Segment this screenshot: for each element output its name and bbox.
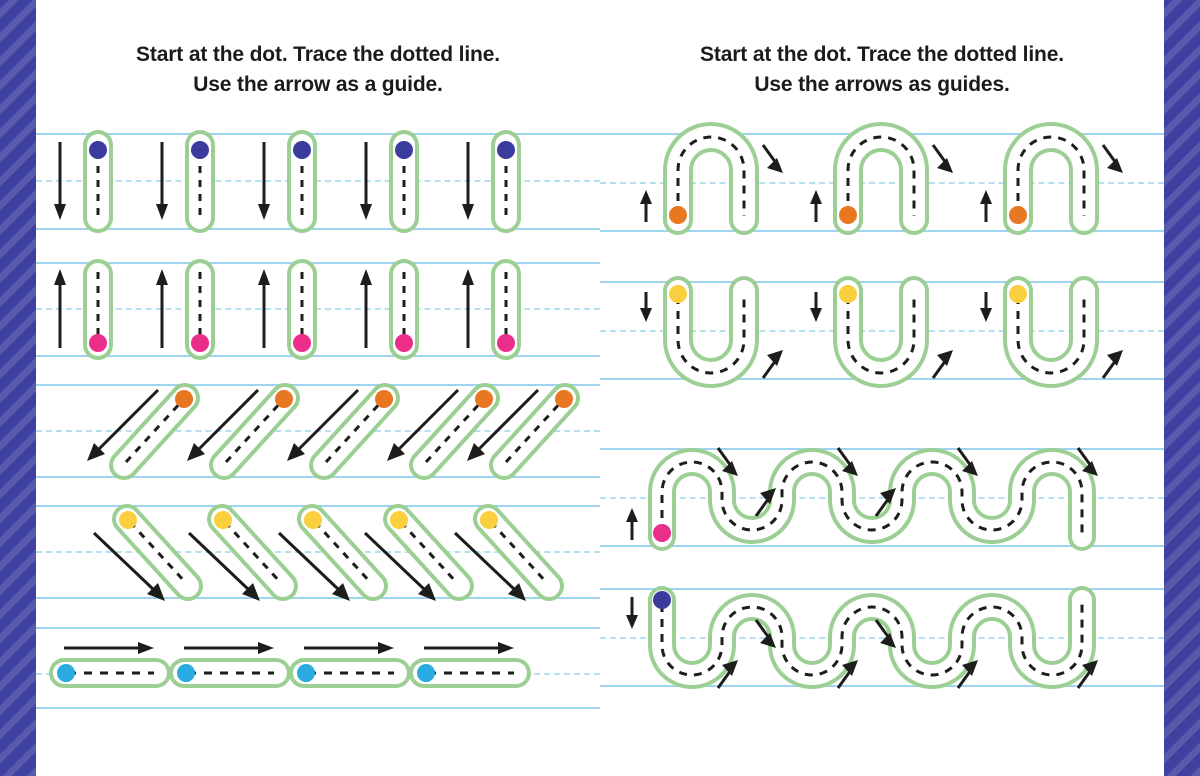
arrow-group-a3	[626, 447, 1098, 540]
rule-line-top-r2	[600, 281, 1164, 283]
rule-line-top-r4	[600, 588, 1164, 590]
decorative-border-left	[0, 0, 36, 776]
rule-line-top-r1	[600, 133, 1164, 135]
rule-line-bottom-3	[36, 476, 600, 478]
start-dot-group-r4	[119, 511, 498, 529]
arrow-group-a2	[640, 292, 1123, 379]
arrow-group-r5	[64, 642, 514, 654]
rule-line-bottom-4	[36, 597, 600, 599]
rule-line-mid-3	[36, 430, 600, 432]
start-dot-group-a1	[669, 206, 1027, 224]
start-dot-group-r1	[89, 141, 515, 159]
start-dot-group-a2	[669, 285, 1027, 303]
left-page-title: Start at the dot. Trace the dotted line.…	[36, 40, 600, 100]
right-title-line-1: Start at the dot. Trace the dotted line.	[700, 43, 1064, 66]
rule-line-mid-2	[36, 308, 600, 310]
rule-line-bottom-5	[36, 707, 600, 709]
rule-line-mid-r3	[600, 497, 1164, 499]
right-title-line-2: Use the arrows as guides.	[754, 72, 1010, 96]
start-dot-group-r2	[89, 334, 515, 352]
start-dot-a4	[653, 591, 671, 609]
left-worksheet-panel: Start at the dot. Trace the dotted line.…	[36, 0, 600, 776]
left-title-line-1: Start at the dot. Trace the dotted line.	[136, 43, 500, 66]
rule-line-bottom-r2	[600, 378, 1164, 380]
decorative-border-right	[1164, 0, 1200, 776]
rule-line-top-4	[36, 505, 600, 507]
row-wave-down-group	[626, 586, 1098, 689]
row-wave-up-group	[626, 447, 1098, 551]
dash-group-a2	[676, 296, 1086, 375]
row-diagonal-down-right-group	[92, 504, 564, 601]
right-worksheet-panel: Start at the dot. Trace the dotted line.…	[600, 0, 1164, 776]
rule-line-mid-4	[36, 551, 600, 553]
arrow-group-r3	[87, 388, 540, 461]
right-page-title: Start at the dot. Trace the dotted line.…	[600, 40, 1164, 100]
rule-line-top-r3	[600, 448, 1164, 450]
rule-line-mid-r1	[600, 182, 1164, 184]
arrow-group-r4	[92, 531, 526, 601]
right-stroke-art	[600, 0, 1164, 776]
left-title-line-2: Use the arrow as a guide.	[193, 72, 443, 96]
dash-group-r1	[96, 152, 508, 216]
rule-line-mid-r2	[600, 330, 1164, 332]
rule-line-bottom-r4	[600, 685, 1164, 687]
track-group-a1	[663, 122, 1099, 235]
dash-group-a1	[676, 135, 1086, 216]
row-vertical-up-group	[54, 259, 521, 360]
dash-group-a4	[660, 604, 1084, 677]
rule-line-top-5	[36, 627, 600, 629]
rule-line-bottom-r3	[600, 545, 1164, 547]
left-stroke-art	[36, 0, 600, 776]
row-diagonal-down-left-group	[87, 383, 580, 480]
start-dot-a3	[653, 524, 671, 542]
rule-line-bottom-2	[36, 355, 600, 357]
rule-line-bottom-1	[36, 228, 600, 230]
arrow-group-a4	[626, 597, 1098, 689]
rule-line-top-3	[36, 384, 600, 386]
row-horizontal-right-group	[49, 642, 531, 688]
rule-line-mid-r4	[600, 637, 1164, 639]
rule-line-top-2	[36, 262, 600, 264]
dash-group-r2	[96, 272, 508, 338]
rule-line-top-1	[36, 133, 600, 135]
rule-line-mid-1	[36, 180, 600, 182]
row-arch-group	[640, 122, 1123, 235]
track-group-a2	[663, 276, 1099, 388]
rule-line-mid-5	[36, 673, 600, 675]
track-group-a3	[648, 448, 1096, 551]
rule-line-bottom-r1	[600, 230, 1164, 232]
start-dot-group-r3	[175, 390, 573, 408]
